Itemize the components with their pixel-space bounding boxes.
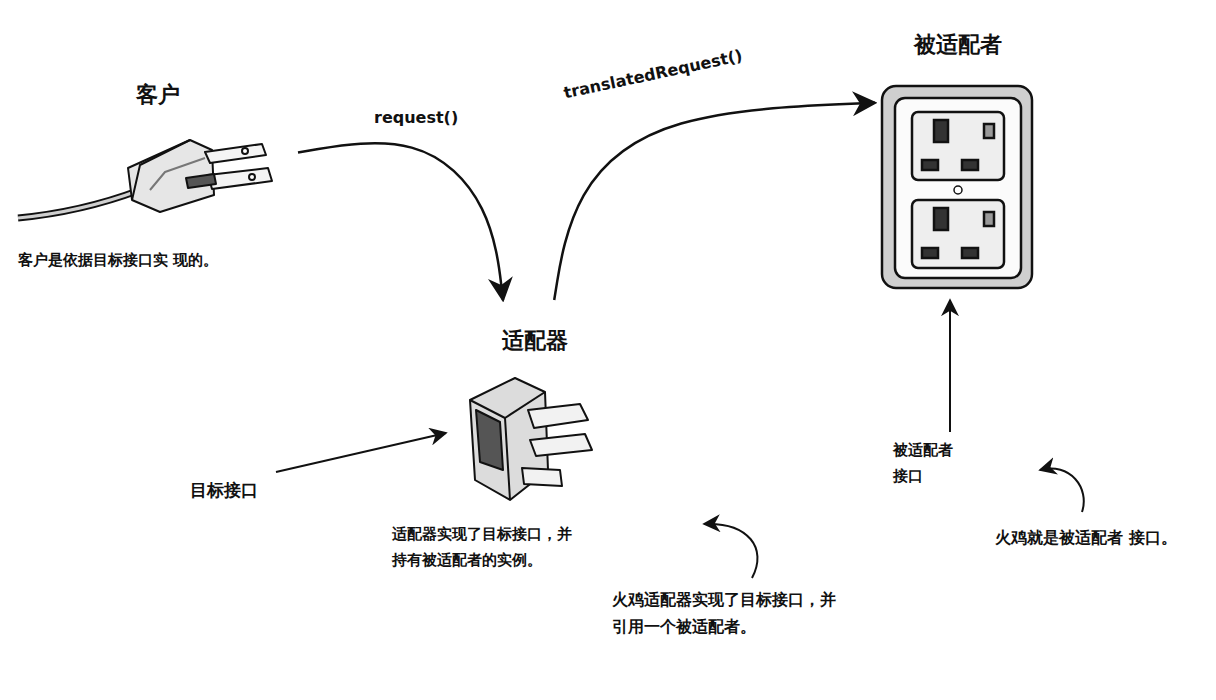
annotation-note: 火鸡适配器实现了目标接口，并 引用一个被适配者。 xyxy=(612,586,942,640)
node-heading: 客户 xyxy=(18,82,298,108)
annotation-note: 被适配者 接口 xyxy=(893,438,983,489)
adaptee-node: 被适配者 xyxy=(875,32,1040,294)
adaptee-socket xyxy=(882,86,1032,288)
leader-line xyxy=(1040,469,1084,512)
adapter-plug xyxy=(470,378,592,500)
leader-line xyxy=(276,433,446,472)
leader-line xyxy=(704,524,757,578)
edge-label: request() xyxy=(372,108,460,127)
leader-line xyxy=(949,300,951,432)
client-node: 客户 xyxy=(18,82,298,232)
edge-label: translatedRequest() xyxy=(560,46,746,103)
adapter-node: 适配器 xyxy=(455,300,615,510)
annotation-note: 适配器实现了目标接口，并 持有被适配者的实例。 xyxy=(392,522,712,573)
leader-lines xyxy=(276,300,1084,578)
node-heading: 适配器 xyxy=(455,328,615,354)
call-arrow xyxy=(554,103,875,300)
annotation-note: 客户是依据目标接口实 现的。 xyxy=(18,248,218,274)
client-plug xyxy=(18,140,272,218)
node-heading: 被适配者 xyxy=(875,32,1040,58)
annotation-note: 目标接口 xyxy=(190,476,258,505)
call-arrow xyxy=(298,143,503,300)
annotation-note: 火鸡就是被适配者 接口。 xyxy=(995,524,1177,551)
